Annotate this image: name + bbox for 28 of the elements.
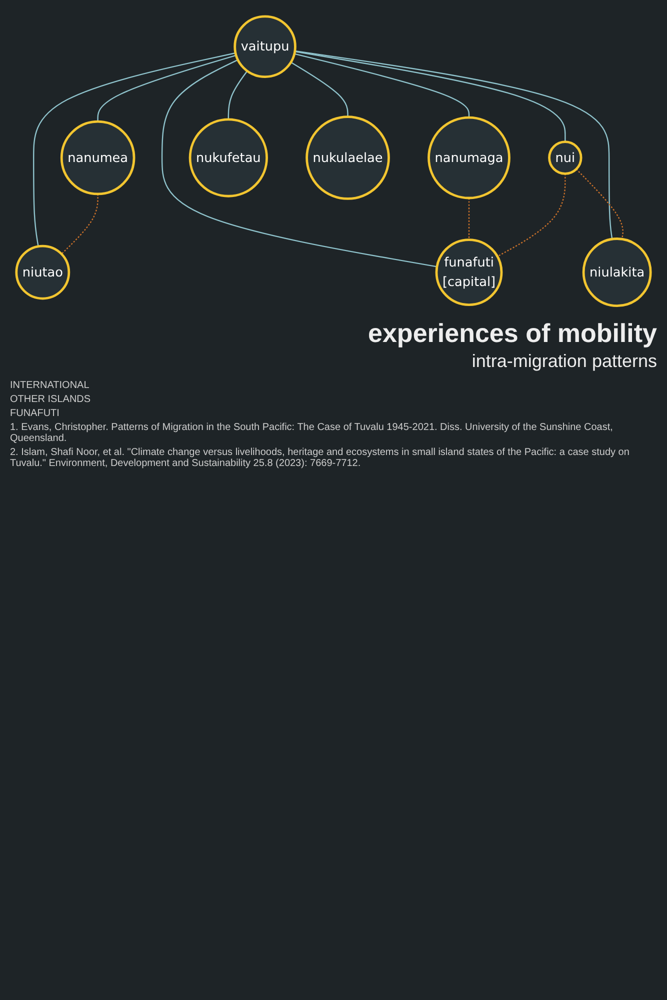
node-circle: nukulaelae bbox=[306, 116, 390, 200]
node-circle: nui bbox=[548, 140, 582, 175]
node-circle: funafuti [capital] bbox=[435, 238, 503, 306]
note-text: FUNAFUTI bbox=[10, 408, 60, 420]
connector bbox=[97, 54, 236, 122]
connector bbox=[294, 50, 613, 240]
note-text: 2. Islam, Shafi Noor, et al. "Climate change versus livelihoods, heritage and ecosystems in small island states of the Pacific: a case study on Tuvalu." Environment, Development and Sustainability 25.8 (2023): 7669-7712. bbox=[10, 447, 630, 470]
connector bbox=[61, 194, 98, 254]
connector bbox=[294, 53, 470, 118]
subtitle: intra-migration patterns bbox=[470, 351, 657, 372]
note-text: OTHER ISLANDS bbox=[10, 394, 92, 406]
node-circle: nukufetau bbox=[188, 118, 268, 198]
connector bbox=[497, 174, 566, 257]
node-circle: vaitupu bbox=[234, 15, 296, 78]
node-circle: niutao bbox=[15, 244, 70, 300]
note-text: INTERNATIONAL bbox=[10, 380, 90, 392]
connector bbox=[228, 70, 248, 120]
connector bbox=[294, 50, 566, 142]
connector bbox=[576, 168, 624, 240]
connector bbox=[161, 59, 438, 268]
node-circle: nanumaga bbox=[428, 116, 510, 200]
poster-title: experiences of mobility bbox=[367, 318, 657, 350]
node-circle: niulakita bbox=[582, 238, 652, 307]
node-circle: nanumea bbox=[60, 120, 136, 196]
connector bbox=[33, 52, 236, 246]
note-text: 1. Evans, Christopher. Patterns of Migration in the South Pacific: The Case of Tuvalu 1945-2021. Diss. University of the Sunshine Coast, Queensland. bbox=[10, 422, 614, 444]
connector bbox=[290, 62, 348, 117]
connector bbox=[468, 198, 470, 240]
